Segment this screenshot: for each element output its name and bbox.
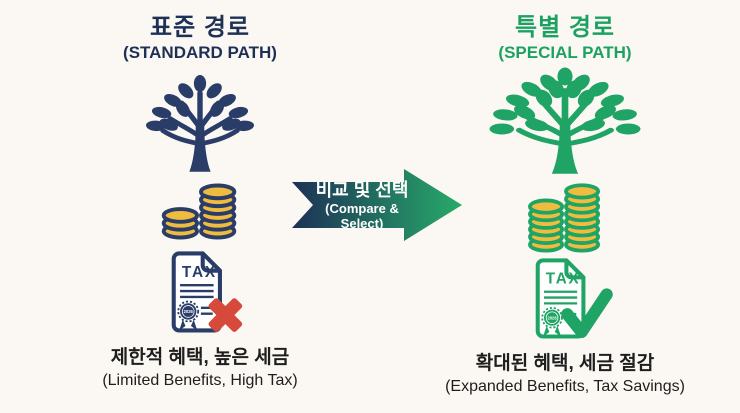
standard-path-title-english: (STANDARD PATH) xyxy=(123,43,277,62)
document-fold xyxy=(563,258,585,280)
document-fold xyxy=(200,251,222,273)
tree-icon xyxy=(145,75,255,172)
coins-icon xyxy=(528,183,601,253)
tree-trunk xyxy=(189,124,211,172)
document-lines xyxy=(180,283,214,315)
badge-year: 2026 xyxy=(184,309,194,314)
tax-label: TAX xyxy=(545,271,580,288)
tree-leaves xyxy=(489,67,641,135)
special-path-caption-korean: 확대된 혜택, 세금 절감 xyxy=(475,353,655,374)
tree-leaves xyxy=(145,75,255,132)
special-path-section: 특별 경로 (SPECIAL PATH) TAX xyxy=(413,14,717,396)
red-x-icon xyxy=(208,298,243,332)
coins-icon xyxy=(161,183,237,240)
tree-icon xyxy=(489,67,641,174)
tax-badge: 2026 xyxy=(177,300,200,331)
standard-path-title-korean: 표준 경로 xyxy=(150,14,250,41)
tax-badge: 2026 xyxy=(540,306,563,337)
special-path-title-english: (SPECIAL PATH) xyxy=(498,43,632,62)
special-path-title-korean: 특별 경로 xyxy=(515,14,615,41)
tree-trunk xyxy=(551,123,579,174)
tax-label: TAX xyxy=(182,264,217,281)
green-check-icon xyxy=(560,288,613,339)
compare-arrow-label-english: (Compare & Select) xyxy=(325,200,399,231)
standard-path-caption-korean: 제한적 혜택, 높은 세금 xyxy=(110,347,290,368)
compare-arrow: 비교 및 선택 (Compare & Select) xyxy=(286,166,468,244)
tax-document-rejected-icon: TAX 2026 xyxy=(171,251,243,333)
standard-path-section: 표준 경로 (STANDARD PATH) TAX xyxy=(55,14,345,390)
tax-document-approved-icon: TAX 2026 xyxy=(535,258,613,339)
compare-arrow-label-korean: 비교 및 선택 xyxy=(315,179,409,200)
compare-arrow-label: 비교 및 선택 (Compare & Select) xyxy=(308,166,416,244)
standard-path-caption-english: (Limited Benefits, High Tax) xyxy=(102,372,298,389)
badge-year: 2026 xyxy=(547,315,557,320)
compare-arrow-shape xyxy=(292,169,462,241)
special-path-caption-english: (Expanded Benefits, Tax Savings) xyxy=(445,378,685,395)
